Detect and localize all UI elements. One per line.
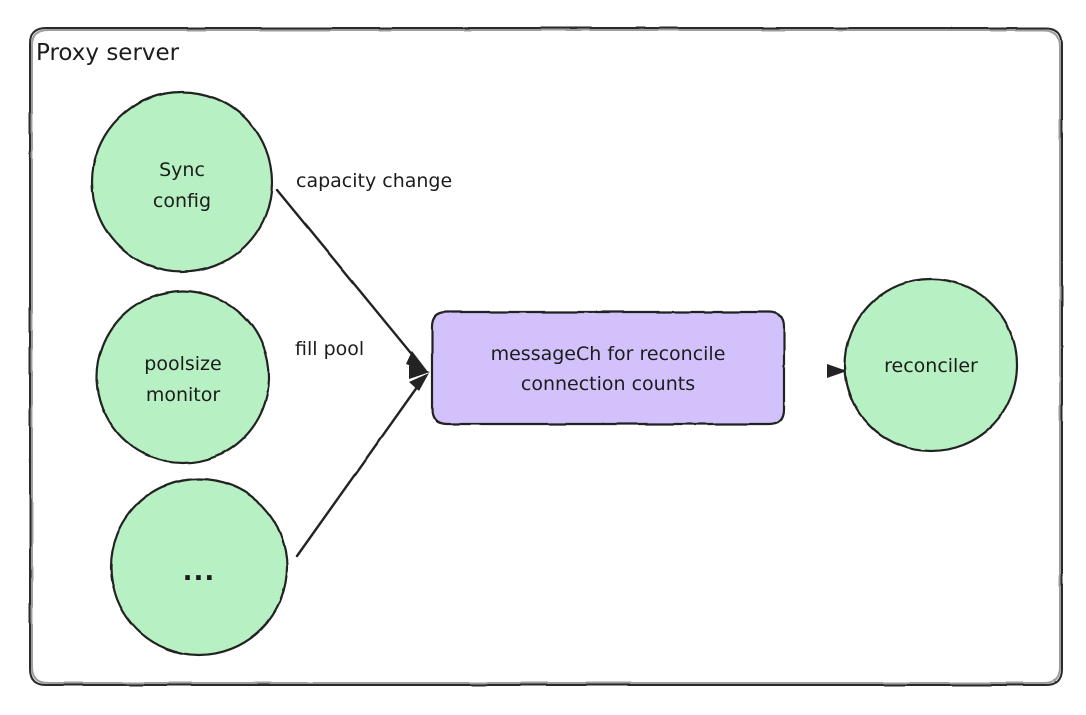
- reconciler-circle[interactable]: [843, 277, 1019, 453]
- sync-config-label-line2: config: [153, 190, 211, 212]
- message-channel-label-line2: connection counts: [521, 373, 695, 395]
- message-channel-label-line1: messageCh for reconcile: [491, 343, 726, 365]
- node-sync-config[interactable]: Sync config: [90, 90, 274, 274]
- edge-label-fill-pool: fill pool: [295, 338, 364, 360]
- proxy-server-container: Proxy server: [29, 27, 1063, 686]
- edge-more-sources-to-channel: [295, 373, 429, 558]
- more-sources-circle[interactable]: [109, 477, 289, 657]
- node-poolsize-monitor[interactable]: poolsize monitor: [95, 289, 271, 465]
- poolsize-monitor-circle[interactable]: [95, 289, 271, 465]
- sync-config-circle[interactable]: [90, 90, 274, 274]
- edge-channel-to-reconciler: [786, 364, 847, 378]
- sync-config-label-line1: Sync: [159, 159, 205, 181]
- container-title: Proxy server: [36, 40, 180, 66]
- message-channel-box[interactable]: [430, 310, 786, 426]
- poolsize-monitor-label-line1: poolsize: [144, 353, 221, 375]
- poolsize-monitor-label-line2: monitor: [146, 384, 221, 406]
- edge-poolsize-monitor-to-channel: fill pool: [268, 338, 430, 379]
- reconciler-label: reconciler: [884, 355, 978, 377]
- node-reconciler[interactable]: reconciler: [843, 277, 1019, 453]
- edge-sync-config-to-channel: capacity change: [275, 170, 452, 372]
- more-sources-label: ...: [183, 557, 216, 587]
- node-more-sources[interactable]: ...: [109, 477, 289, 657]
- node-message-channel[interactable]: messageCh for reconcile connection count…: [430, 310, 786, 426]
- edge-label-capacity-change: capacity change: [296, 170, 452, 192]
